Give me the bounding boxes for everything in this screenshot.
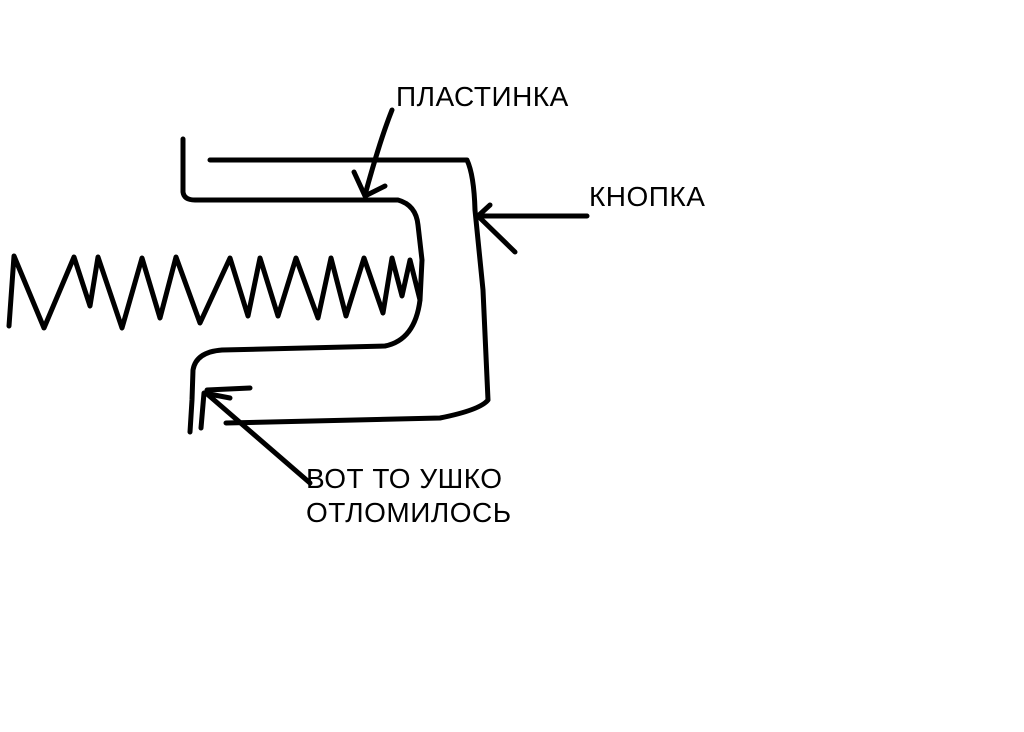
plate-arrow-head <box>351 169 388 199</box>
ear-arrow-line <box>203 390 313 486</box>
plate-arrow-line <box>362 107 395 198</box>
broken-ear-label-line1: ВОТ ТО УШКО <box>306 463 503 494</box>
button-arrow-head <box>475 202 518 255</box>
spring <box>6 253 423 331</box>
broken-ear-label-line2: ОТЛОМИЛОСЬ <box>306 497 512 528</box>
ear-arrow-head <box>198 390 233 431</box>
button-label: КНОПКА <box>589 181 706 212</box>
plate-label: ПЛАСТИНКА <box>396 81 569 112</box>
broken-ear-stub <box>204 385 253 393</box>
broken-ear-label: ВОТ ТО УШКО ОТЛОМИЛОСЬ <box>306 462 512 530</box>
button-outline <box>207 157 491 426</box>
